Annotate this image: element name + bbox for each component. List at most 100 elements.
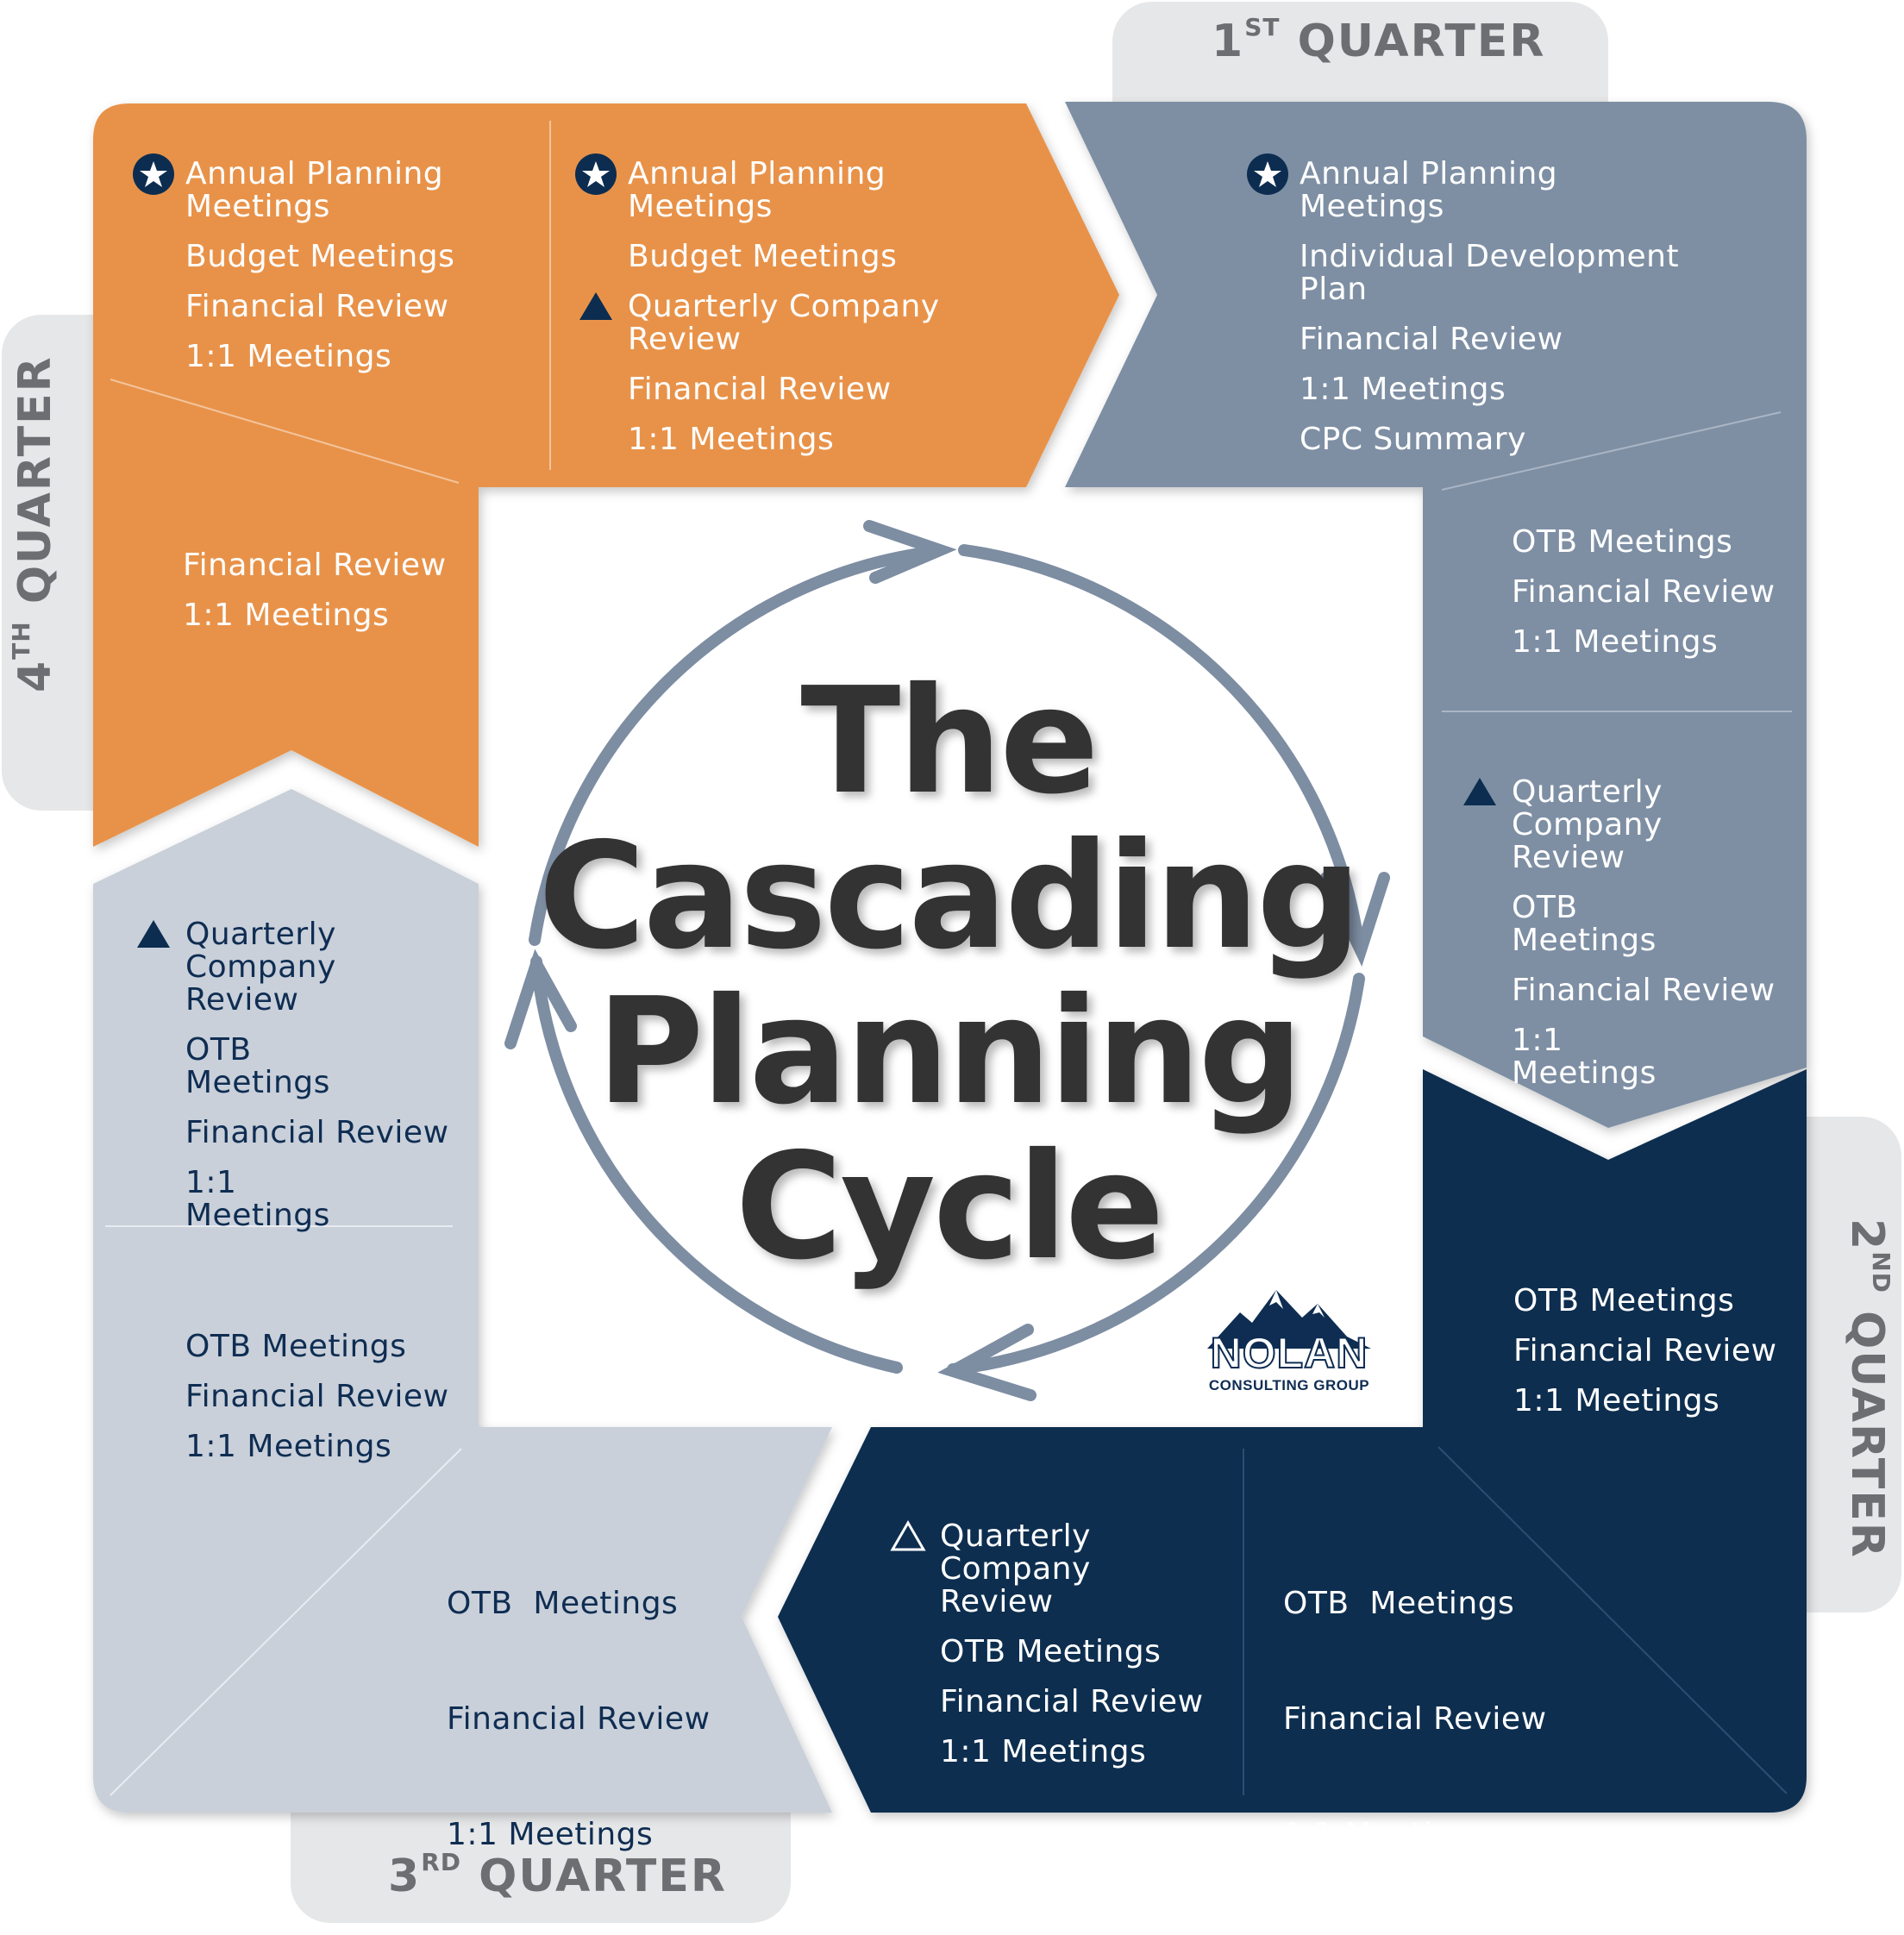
list-item: OTB Meetings [1283, 1587, 1568, 1620]
list-item-label: Quarterly Company Review [1512, 774, 1663, 875]
list-item-label: Financial Review [1513, 1333, 1777, 1368]
q4-label-word: QUARTER [9, 355, 61, 604]
list-item-label: Budget Meetings [185, 239, 455, 274]
cycle-arc-bottom-left [530, 955, 903, 1374]
list-item-label: OTB Meetings [940, 1634, 1162, 1669]
list-item: 1:1 Meetings [1283, 1819, 1568, 1851]
list-item-label: Financial Review [940, 1684, 1204, 1719]
q2-right-list: OTB Meetings Financial Review 1:1 Meetin… [1513, 1285, 1798, 1435]
list-item: Quarterly Company Review [137, 917, 371, 1018]
title-line-3: Planning [596, 967, 1304, 1137]
q1-top-list: Annual Planning Meetings Individual Deve… [1247, 153, 1705, 473]
q2-label: 2ND QUARTER [1841, 1218, 1895, 1559]
cycle-arc-top-left [529, 546, 937, 946]
q1-label: 1ST QUARTER [1212, 16, 1546, 67]
q4-orange-shape [93, 103, 1119, 847]
list-item-label: 1:1 Meetings [940, 1734, 1147, 1769]
q3-label: 3RD QUARTER [388, 1850, 727, 1900]
list-item: Budget Meetings [628, 241, 955, 273]
q4-top-right-list: Annual Planning Meetings Budget Meetings… [575, 153, 955, 473]
list-item: CPC Summary [1300, 423, 1705, 456]
q1-mid-list: OTB Meetings Financial Review 1:1 Meetin… [1512, 526, 1796, 676]
list-item: 1:1 Meetings [185, 341, 479, 373]
list-item: OTB Meetings [1513, 1285, 1798, 1318]
q1-label-sup: ST [1244, 13, 1281, 41]
q4-label-num: 4 [9, 659, 61, 692]
list-item: 1:1 Meetings [628, 423, 955, 456]
list-item-label: OTB Meetings [1512, 524, 1733, 560]
list-item-label: OTB Meetings [1513, 1283, 1735, 1318]
list-item-label: Quarterly Company Review [185, 917, 336, 1018]
list-item: Financial Review [1512, 974, 1775, 1007]
q3-mid-list: OTB Meetings Financial Review 1:1 Meetin… [185, 1331, 470, 1481]
list-item-label: OTB Meetings [1512, 890, 1657, 958]
q2-navy-shape [778, 1069, 1807, 1813]
q1-label-word: QUARTER [1297, 16, 1546, 67]
q2-label-num: 2 [1841, 1218, 1893, 1252]
cycle-arc-top-right [958, 544, 1364, 948]
list-item: Annual Planning Meetings [133, 153, 479, 224]
star-in-circle-icon [575, 153, 617, 195]
q4-label-sup: TH [7, 621, 35, 660]
q3-bottom-list: OTB Meetings Financial Review 1:1 Meetin… [447, 1522, 731, 1934]
q3-label-sup: RD [421, 1848, 461, 1876]
q4-label: 4TH QUARTER [7, 355, 61, 692]
list-item: Quarterly Company Review [890, 1519, 1224, 1619]
q2-divider-diagonal [1437, 1446, 1788, 1794]
list-item: Financial Review [185, 291, 479, 323]
list-item: Annual Planning Meetings [575, 153, 955, 223]
filled-triangle-icon [1463, 778, 1496, 805]
title-line-1: The [800, 656, 1099, 827]
q4-lower-list: Financial Review 1:1 Meetings [183, 549, 467, 649]
list-item: Financial Review [1513, 1335, 1798, 1368]
list-item: Financial Review [185, 1117, 448, 1149]
q3-label-word: QUARTER [479, 1850, 727, 1902]
q4-top-left-list: Annual Planning Meetings Budget Meetings… [133, 153, 479, 391]
list-item-label: 1:1 Meetings [1512, 624, 1719, 660]
list-item: 1:1 Meetings [185, 1431, 470, 1463]
list-item-label: Annual Planning Meetings [185, 156, 444, 224]
list-item-label: 1:1 Meetings [183, 598, 390, 633]
list-item-label: 1:1 Meetings [447, 1817, 654, 1852]
q2-label-sup: ND [1867, 1251, 1895, 1293]
list-item-label: OTB Meetings [1283, 1586, 1515, 1621]
list-item-label: Financial Review [185, 1115, 449, 1150]
list-item: OTB Meetings [1512, 892, 1697, 957]
list-item: 1:1 Meetings [1512, 1024, 1697, 1090]
list-item-label: Financial Review [1283, 1701, 1547, 1737]
list-item: 1:1 Meetings [185, 1167, 371, 1232]
list-item-label: Financial Review [628, 372, 892, 407]
q4-divider-diagonal [110, 379, 460, 484]
list-item: OTB Meetings [185, 1034, 371, 1099]
q1-low-list: Quarterly Company Review OTB Meetings Fi… [1463, 774, 1775, 1107]
list-item-label: Individual Development Plan [1300, 239, 1680, 307]
list-item: Financial Review [1283, 1703, 1568, 1736]
list-item-label: Financial Review [1512, 574, 1776, 610]
list-item-label: 1:1 Meetings [1512, 1023, 1657, 1091]
title-line-4: Cycle [735, 1122, 1165, 1293]
center-title: The Cascading Planning Cycle [500, 664, 1397, 1285]
list-item: Financial Review [447, 1703, 731, 1736]
list-item-label: 1:1 Meetings [185, 1165, 330, 1233]
list-item: OTB Meetings [185, 1331, 470, 1363]
list-item-label: CPC Summary [1300, 422, 1526, 457]
list-item: 1:1 Meetings [1513, 1385, 1798, 1418]
arrowhead-left [504, 949, 577, 1049]
mountain-logo-icon [1207, 1290, 1371, 1349]
q3-light-shape [93, 789, 832, 1813]
list-item: Quarterly Company Review [1463, 774, 1697, 875]
list-item-label: Financial Review [185, 1379, 449, 1414]
list-item-label: Quarterly Company Review [940, 1519, 1091, 1619]
logo-subtitle: CONSULTING GROUP [1208, 1377, 1370, 1393]
list-item: 1:1 Meetings [1300, 373, 1705, 406]
list-item-label: 1:1 Meetings [1300, 372, 1506, 407]
list-item: Financial Review [940, 1686, 1224, 1719]
list-item: Quarterly Company Review [579, 291, 955, 356]
cycle-arrows [504, 520, 1390, 1401]
list-item: Financial Review [628, 373, 955, 406]
filled-triangle-icon [137, 920, 170, 948]
list-item: Budget Meetings [185, 241, 479, 273]
list-item: Financial Review [1300, 323, 1705, 356]
list-item: OTB Meetings [447, 1587, 731, 1620]
list-item: 1:1 Meetings [183, 599, 467, 632]
